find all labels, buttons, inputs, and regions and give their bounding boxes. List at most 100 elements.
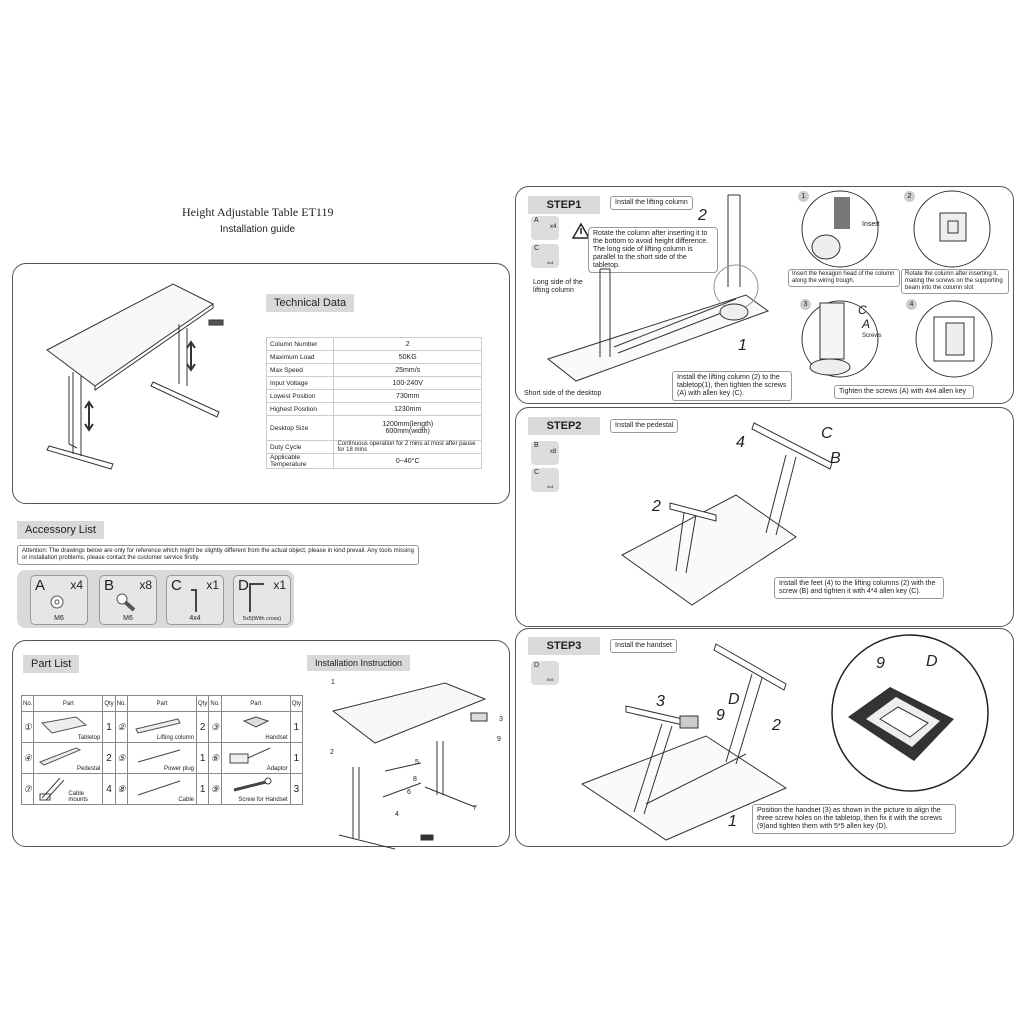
technical-data-label: Technical Data (266, 294, 355, 312)
zoom-callout-d: D (926, 653, 938, 670)
callout-1: 1 (728, 813, 737, 830)
part-name: Power plug (164, 766, 195, 772)
cable-mount-icon (39, 777, 65, 801)
part-name: Handset (265, 735, 288, 741)
callout-4: 4 (395, 811, 399, 818)
step1-title: Install the lifting column (610, 196, 693, 210)
spec-value: 0~40°C (333, 453, 482, 469)
spec-value: 1200mm(length) 600mm(width) (333, 415, 482, 441)
accessory-spec: M6 (54, 615, 64, 622)
callout-3: 3 (499, 716, 503, 723)
tag-letter: C (534, 469, 540, 476)
tag-size: 4x4 (547, 484, 554, 489)
detail-number: 4 (906, 299, 917, 310)
spec-value: 730mm (333, 389, 482, 403)
part-qty: 1 (196, 742, 210, 774)
step3-instruction: Position the handset (3) as shown in the… (752, 804, 956, 834)
step1-label: STEP1 (528, 196, 600, 214)
callout-4: 4 (736, 434, 745, 451)
tag-qty: x4 (550, 224, 557, 230)
cable-icon (137, 780, 181, 796)
callout-5: 5 (415, 759, 419, 766)
accessory-letter: B (104, 577, 115, 594)
spec-value: 25mm/s (333, 363, 482, 377)
step2-label: STEP2 (528, 417, 600, 435)
callout-c: C (858, 303, 867, 317)
part-no: ⑥ (208, 742, 222, 774)
exploded-view-illustration (331, 682, 488, 850)
part-qty: 3 (289, 773, 304, 805)
spec-value: Continuous operation for 2 mins at most … (333, 440, 482, 454)
callout-7: 7 (473, 805, 477, 812)
step2-instruction: Install the feet (4) to the lifting colu… (774, 577, 944, 599)
step2-illustration (621, 422, 833, 606)
spec-name: Maximum Load (265, 350, 335, 364)
pedestal-icon (39, 747, 82, 766)
part-no: ④ (20, 742, 35, 774)
step2-title: Install the pedestal (610, 419, 679, 433)
power-plug-icon (137, 749, 181, 763)
detail-number: 3 (800, 299, 811, 310)
bolt-icon (116, 593, 136, 612)
spec-name: Applicable Temperature (265, 453, 335, 469)
col-qty: Qty (102, 695, 116, 712)
accessory-spec: 5x5(With cross) (242, 616, 282, 622)
col-no: No. (114, 695, 129, 712)
spec-value: 2 (333, 337, 482, 351)
step3-illustration (580, 643, 788, 841)
tabletop-icon (41, 716, 88, 734)
detail4-illustration (915, 300, 993, 378)
part-qty: 4 (102, 773, 116, 805)
tag-key-c: C 4x4 (531, 468, 559, 492)
part-qty: 1 (102, 711, 116, 743)
part-name: Pedestal (76, 766, 101, 772)
accessory-letter: D (238, 577, 249, 594)
part-qty: 1 (196, 773, 210, 805)
accessory-letter: C (171, 577, 182, 594)
detail1-caption: Insert the hexagon head of the column al… (788, 269, 900, 287)
step3-label: STEP3 (528, 637, 600, 655)
spec-name: Desktop Size (265, 415, 335, 441)
doc-subtitle: Installation guide (220, 224, 296, 235)
col-no: No. (20, 695, 35, 712)
desk-illustration (46, 283, 224, 470)
part-no: ③ (208, 711, 222, 743)
tag-letter: D (534, 662, 540, 669)
part-name: Lifting column (157, 735, 195, 741)
tag-letter: B (534, 442, 539, 449)
tag-letter: A (534, 217, 539, 224)
spec-name: Duty Cycle (265, 440, 335, 454)
col-part: Part (33, 695, 104, 712)
callout-8: 8 (413, 776, 417, 783)
detail2-illustration (913, 190, 991, 268)
col-no: No. (208, 695, 222, 712)
tag-letter: C (534, 245, 540, 252)
part-qty: 1 (289, 742, 304, 774)
tag-size: 5x5 (547, 677, 554, 682)
part-name: Tabletop (77, 735, 101, 741)
detail34-caption: Tighten the screws (A) with 4x4 allen ke… (834, 385, 974, 399)
accessory-qty: x1 (273, 578, 286, 592)
accessory-qty: x1 (206, 578, 219, 592)
col-part: Part (220, 695, 291, 712)
spec-name: Lowest Position (265, 389, 335, 403)
spec-name: Max Speed (265, 363, 335, 377)
step1-illustration (546, 194, 770, 382)
accessory-qty: x8 (139, 578, 152, 592)
